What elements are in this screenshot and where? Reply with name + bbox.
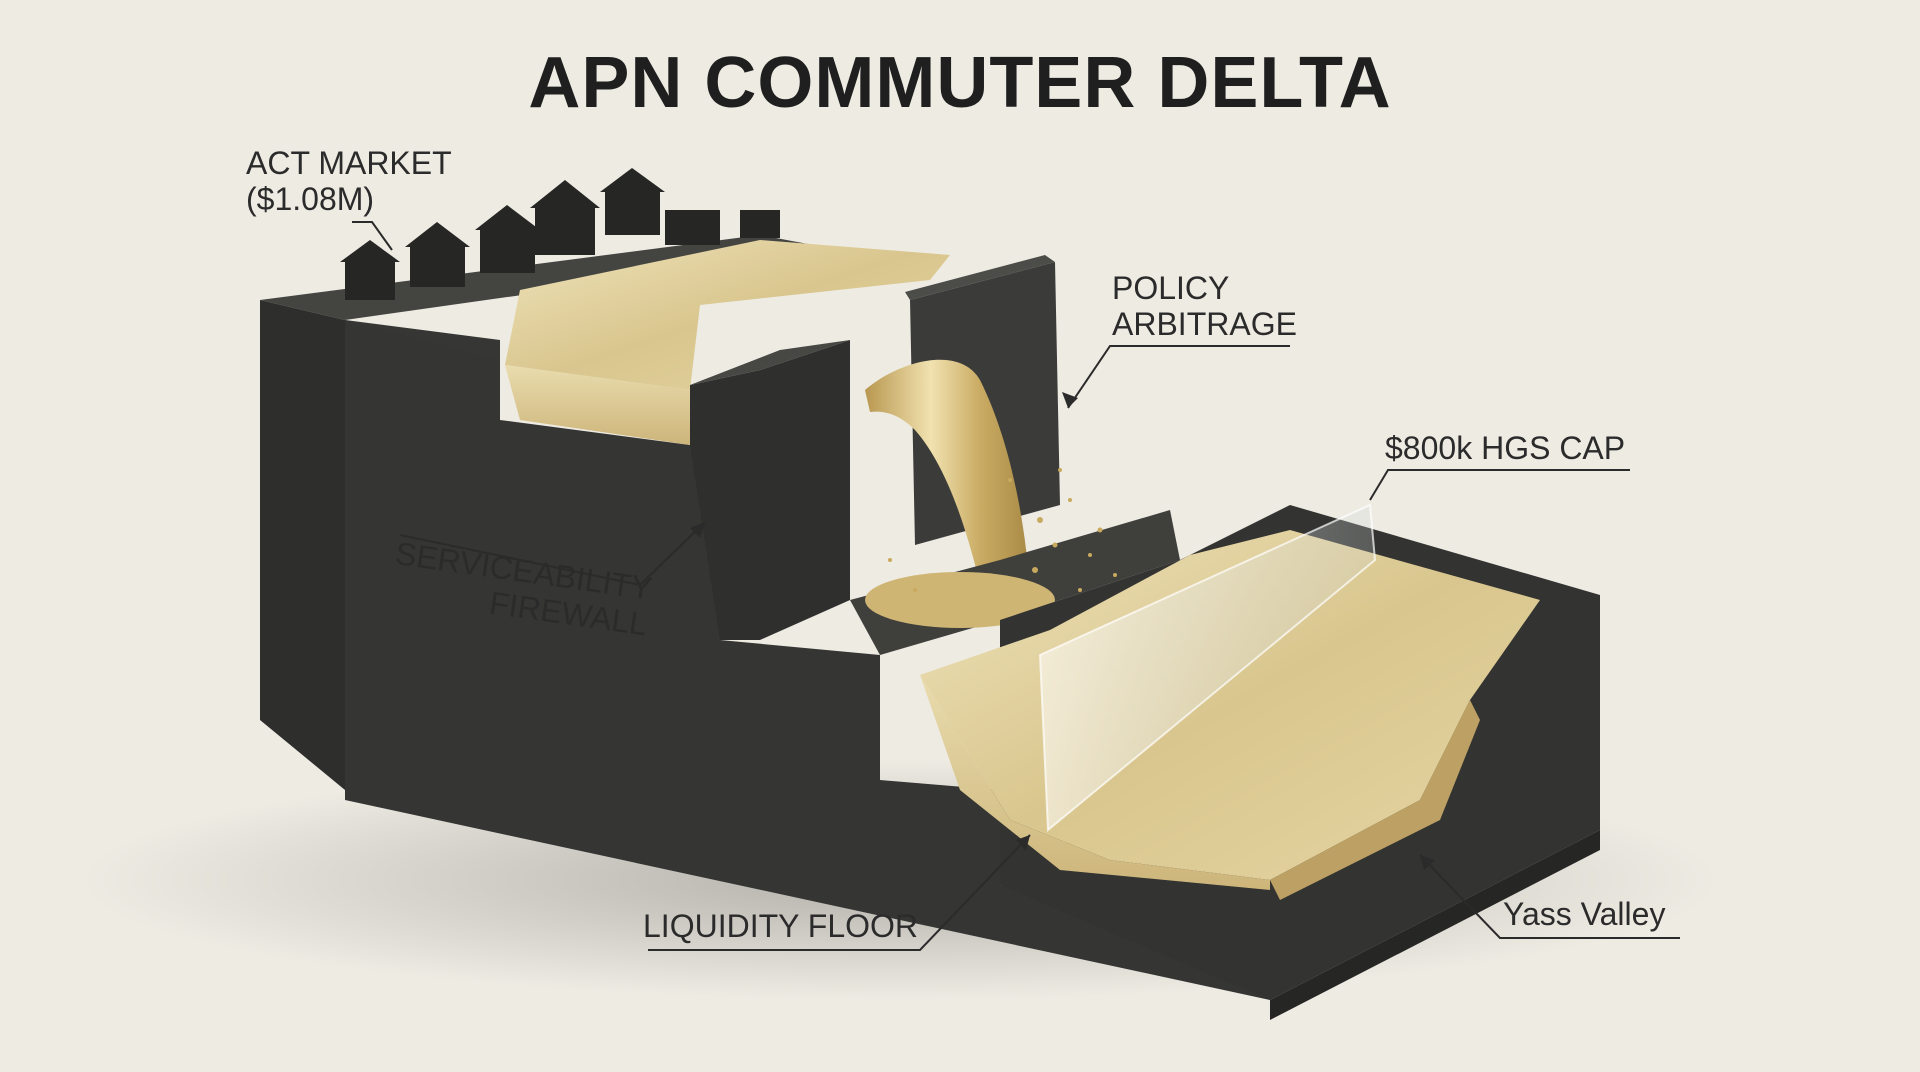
label-act-market: ACT MARKET ($1.08M) — [246, 145, 452, 217]
leader-arrowheads — [690, 392, 1435, 870]
gold-waterfall — [865, 359, 1030, 605]
label-liquidity-floor: LIQUIDITY FLOOR — [643, 908, 919, 944]
house-cluster — [340, 168, 780, 300]
leader-serviceability — [399, 521, 706, 587]
upper-block-left-face — [260, 300, 345, 790]
base-front-face — [345, 320, 1270, 1000]
hgs-cap-glass-panel — [1038, 503, 1377, 833]
label-policy-arbitrage-line2: ARBITRAGE — [1112, 306, 1297, 342]
leader-act-market — [352, 221, 393, 251]
diagram-title: APN COMMUTER DELTA — [528, 43, 1392, 123]
label-act-market-line1: ACT MARKET — [246, 145, 452, 181]
first-dam-wall — [690, 340, 850, 640]
leader-liquidity-floor — [648, 834, 1031, 951]
label-yass-valley: Yass Valley — [1503, 896, 1666, 932]
leader-hgs-cap — [1369, 469, 1630, 501]
upper-pool-face — [505, 365, 690, 445]
label-act-market-line2: ($1.08M) — [246, 181, 375, 217]
label-hgs-cap: $800k HGS CAP — [1385, 430, 1626, 466]
leader-lines — [352, 221, 1680, 951]
leader-policy-arbitrage — [1067, 345, 1290, 409]
gold-droplets — [888, 468, 1117, 592]
label-policy-arbitrage-line1: POLICY — [1112, 270, 1230, 306]
label-policy-arbitrage: POLICY ARBITRAGE — [1112, 270, 1297, 342]
leader-yass-valley — [1419, 854, 1680, 939]
upper-pool-surface — [505, 240, 950, 390]
splash-pool — [865, 572, 1055, 628]
